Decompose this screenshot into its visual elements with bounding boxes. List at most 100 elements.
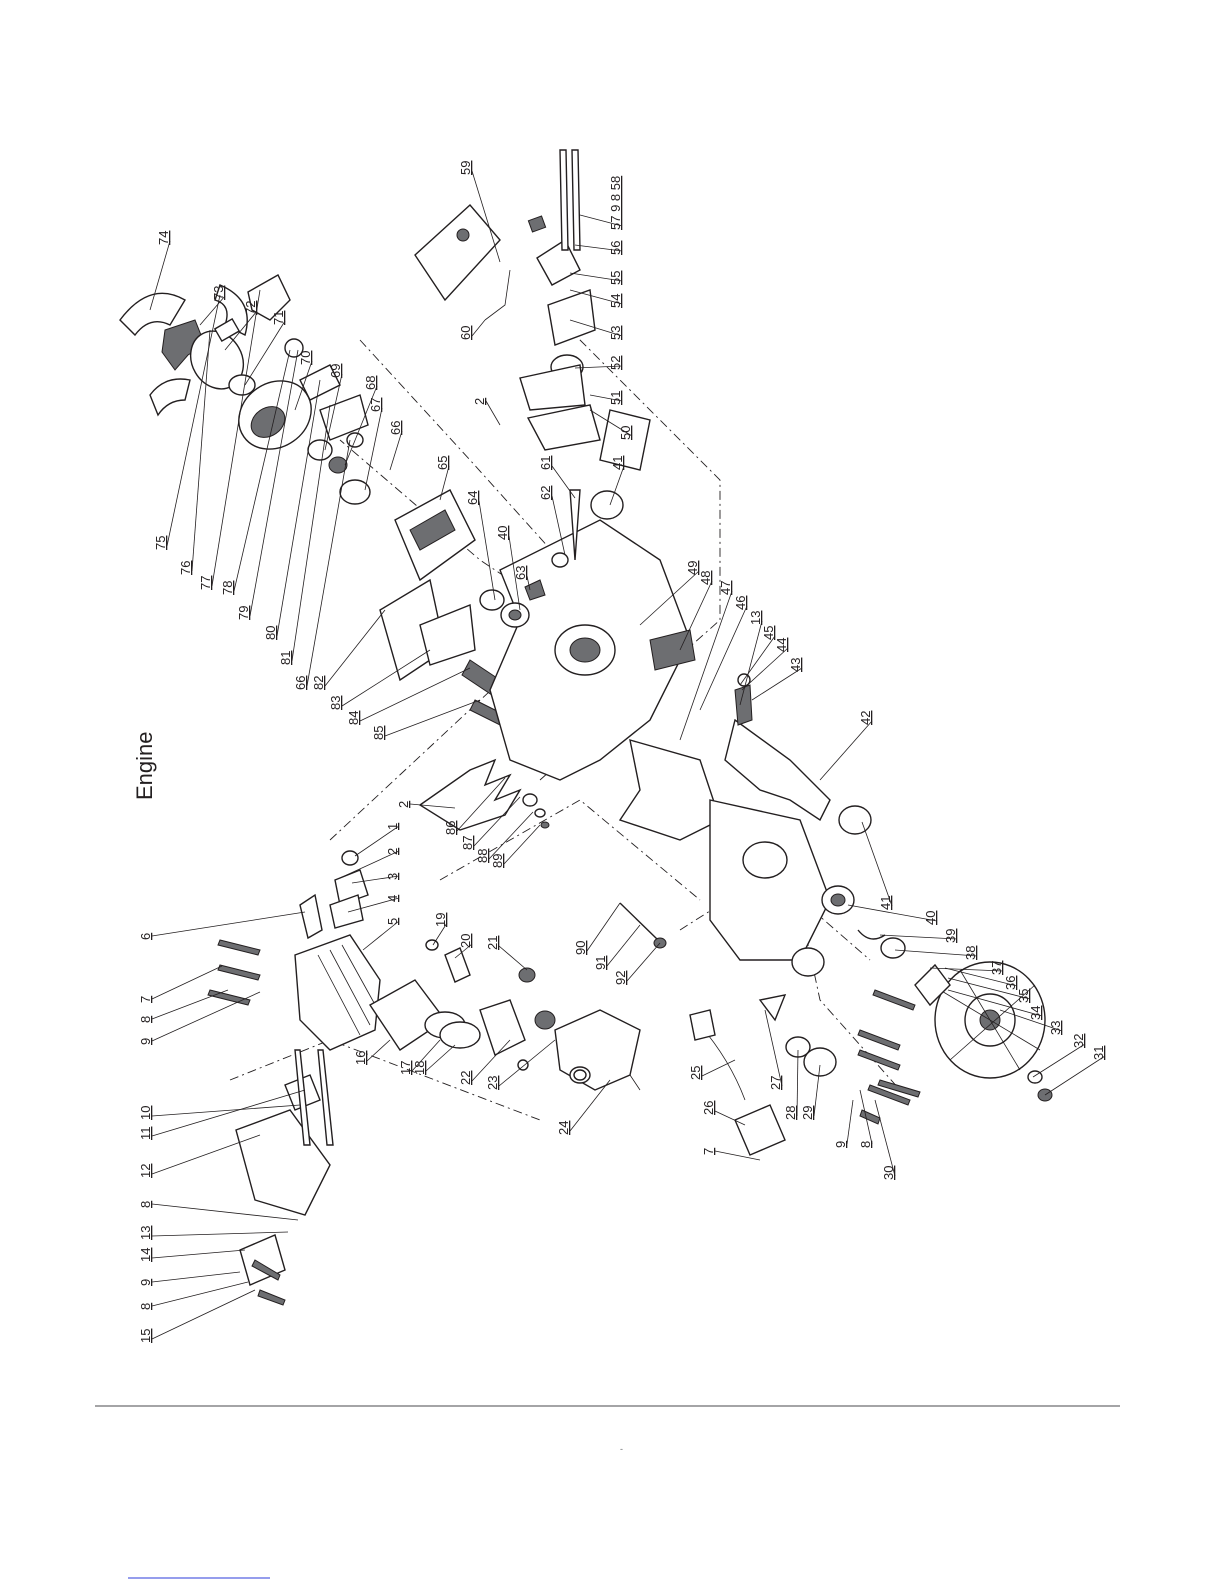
callout-leader [589, 394, 623, 402]
callout-number: 22 [458, 1071, 473, 1085]
callout-number: 73 [211, 286, 226, 300]
callout-leader [249, 349, 299, 617]
choke-lever [527, 215, 547, 233]
callout-leader [478, 500, 496, 601]
callout-number: 14 [138, 1248, 153, 1262]
callout-number: 25 [688, 1066, 703, 1080]
muffler [235, 1109, 331, 1216]
callout-leader [1044, 1055, 1106, 1096]
callout-number: 8 [138, 1016, 153, 1023]
callout-number: 66 [293, 676, 308, 690]
callout-leader [341, 649, 431, 707]
callout-leader [569, 272, 623, 282]
callout-number: 53 [608, 326, 623, 340]
callout-leader [508, 535, 521, 611]
callout-number: 29 [800, 1106, 815, 1120]
callout-number: 12 [138, 1164, 153, 1178]
sprocket-nut [522, 793, 538, 807]
callout-number: 6 [138, 933, 153, 940]
callout-leader [859, 1089, 873, 1145]
callout-number: 89 [490, 854, 505, 868]
callout-leader [714, 1150, 761, 1161]
callout-number: 55 [608, 271, 623, 285]
callout-number: 31 [1091, 1046, 1106, 1060]
callout-leader [714, 1110, 746, 1126]
callout-leader [384, 699, 481, 737]
callout-leader [586, 902, 621, 952]
callout-number: 86 [443, 821, 458, 835]
fuel-line [619, 902, 659, 941]
callout-leader [366, 1039, 391, 1062]
callout-number: 83 [328, 696, 343, 710]
callout-leader [432, 922, 448, 946]
spark-plug-boot [689, 1009, 716, 1041]
callout-leader [389, 430, 403, 471]
throttle-rod [484, 269, 511, 321]
callout-leader [151, 991, 261, 1042]
callout-leader [847, 904, 938, 922]
callout-leader [409, 803, 456, 809]
callout-number: 48 [698, 571, 713, 585]
callout-number: 26 [701, 1101, 716, 1115]
callout-number: 7 [701, 1148, 716, 1155]
intake-manifold [526, 404, 601, 451]
carb-spacer [547, 289, 596, 346]
callout-number: 24 [556, 1121, 571, 1135]
callout-leader [503, 824, 541, 865]
callout-number: 41 [610, 456, 625, 470]
callout-number: 91 [593, 956, 608, 970]
callout-leader [701, 1059, 736, 1077]
callout-leader [354, 825, 400, 857]
callout-number: 38 [963, 946, 978, 960]
bearing [573, 1069, 587, 1081]
callout-leader [244, 320, 286, 386]
intake-flange [334, 869, 369, 906]
circlip [425, 939, 439, 951]
callout-leader [324, 609, 386, 687]
av-mount [590, 490, 624, 520]
callout-number: 17 [398, 1061, 413, 1075]
callout-number: 81 [278, 651, 293, 665]
cylinder-stud [294, 1049, 311, 1146]
gasket [519, 364, 586, 411]
callout-number: 27 [768, 1076, 783, 1090]
callout-leader [739, 620, 763, 706]
callout-leader [764, 1009, 783, 1087]
callout-leader [151, 1104, 301, 1117]
callout-number: 54 [608, 294, 623, 308]
callout-leader [149, 240, 171, 311]
footer-marker: - [620, 1444, 623, 1454]
callout-leader [151, 1249, 246, 1259]
callout-leader [151, 1231, 289, 1237]
callout-leader [569, 1079, 611, 1132]
callout-leader [741, 647, 789, 691]
callout-number: 3 [385, 873, 400, 880]
callout-number: 92 [613, 971, 628, 985]
bolt [257, 1289, 286, 1306]
callout-number: 1 [385, 823, 400, 830]
callout-number: 40 [923, 911, 938, 925]
clip [524, 579, 546, 601]
callout-number: 34 [1028, 1006, 1043, 1020]
callout-number: 62 [538, 486, 553, 500]
callout-leader [199, 295, 226, 326]
callout-number: 79 [236, 606, 251, 620]
long-bolt [571, 149, 581, 251]
crankcase-gasket [618, 739, 721, 841]
callout-number: 13 [748, 611, 763, 625]
clutch-shoe [119, 292, 186, 337]
callout-number: 78 [220, 581, 235, 595]
callout-leader [473, 796, 521, 847]
callout-number: 45 [761, 626, 776, 640]
callout-leader [879, 934, 958, 940]
adjuster [319, 394, 369, 441]
callout-leader [151, 1089, 306, 1137]
spiked-bumper [418, 758, 522, 831]
bolt [251, 1259, 281, 1281]
callout-leader [362, 920, 400, 951]
callout-number: 18 [412, 1061, 427, 1075]
callout-number: 35 [1016, 989, 1031, 1003]
callout-leader [569, 319, 623, 337]
